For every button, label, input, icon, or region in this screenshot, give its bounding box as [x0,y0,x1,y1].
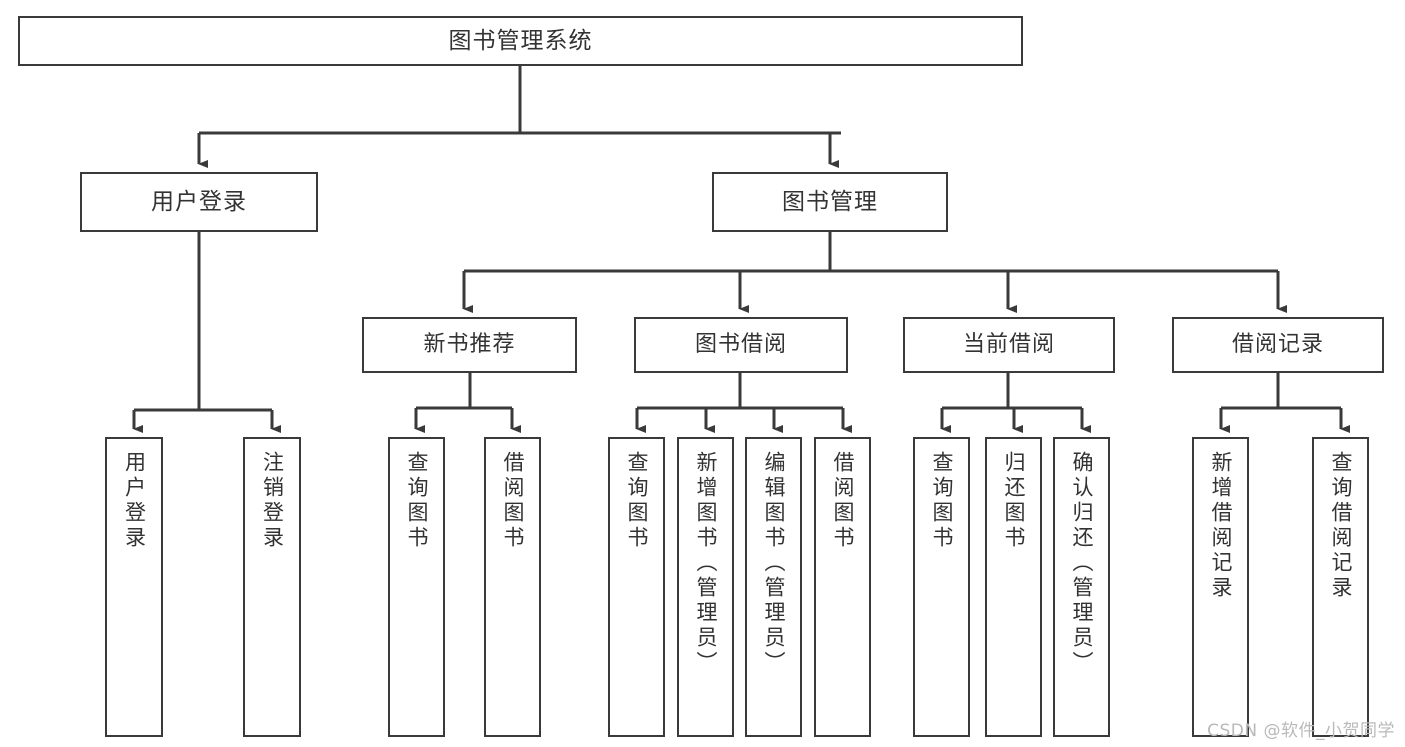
node-label: 查询图书 [405,451,430,551]
node-user-login[interactable]: 用户登录 [80,172,318,232]
leaf-confirm-return-admin[interactable]: 确认归还（管理员） [1053,437,1110,737]
node-label: 当前借阅 [962,332,1055,358]
node-label: 借阅记录 [1231,332,1324,358]
node-label: 借阅图书 [501,451,526,551]
node-book-management[interactable]: 图书管理 [712,172,948,232]
node-book-borrow[interactable]: 图书借阅 [634,317,848,373]
node-label: 查询借阅记录 [1329,451,1354,601]
leaf-add-borrow-record[interactable]: 新增借阅记录 [1192,437,1249,737]
node-root-system[interactable]: 图书管理系统 [18,16,1023,66]
leaf-query-borrow-record[interactable]: 查询借阅记录 [1312,437,1369,737]
node-label: 新书推荐 [423,332,516,358]
node-label: 图书管理系统 [448,27,593,54]
node-label: 查询图书 [930,451,955,551]
leaf-user-login[interactable]: 用户登录 [105,437,163,737]
watermark: CSDN @软件_小贺同学 [1207,721,1395,741]
node-label: 新增图书（管理员） [694,451,719,676]
leaf-logout[interactable]: 注销登录 [243,437,301,737]
node-label: 归还图书 [1002,451,1027,551]
leaf-query-book-current[interactable]: 查询图书 [913,437,970,737]
node-label: 确认归还（管理员） [1070,451,1095,676]
leaf-query-book-borrow[interactable]: 查询图书 [608,437,665,737]
node-label: 借阅图书 [831,451,856,551]
leaf-edit-book-admin[interactable]: 编辑图书（管理员） [745,437,802,737]
node-label: 编辑图书（管理员） [762,451,787,676]
node-label: 新增借阅记录 [1209,451,1234,601]
node-label: 用户登录 [122,451,147,551]
node-new-book-recommend[interactable]: 新书推荐 [362,317,577,373]
node-label: 图书借阅 [694,332,787,358]
leaf-return-book[interactable]: 归还图书 [985,437,1042,737]
node-current-borrow[interactable]: 当前借阅 [903,317,1115,373]
leaf-borrow-book[interactable]: 借阅图书 [814,437,871,737]
node-label: 图书管理 [782,188,878,215]
node-label: 查询图书 [625,451,650,551]
node-borrow-records[interactable]: 借阅记录 [1172,317,1384,373]
node-label: 注销登录 [260,451,285,551]
leaf-borrow-book-new[interactable]: 借阅图书 [484,437,541,737]
node-label: 用户登录 [151,188,247,215]
leaf-query-book-new[interactable]: 查询图书 [388,437,445,737]
leaf-add-book-admin[interactable]: 新增图书（管理员） [677,437,734,737]
